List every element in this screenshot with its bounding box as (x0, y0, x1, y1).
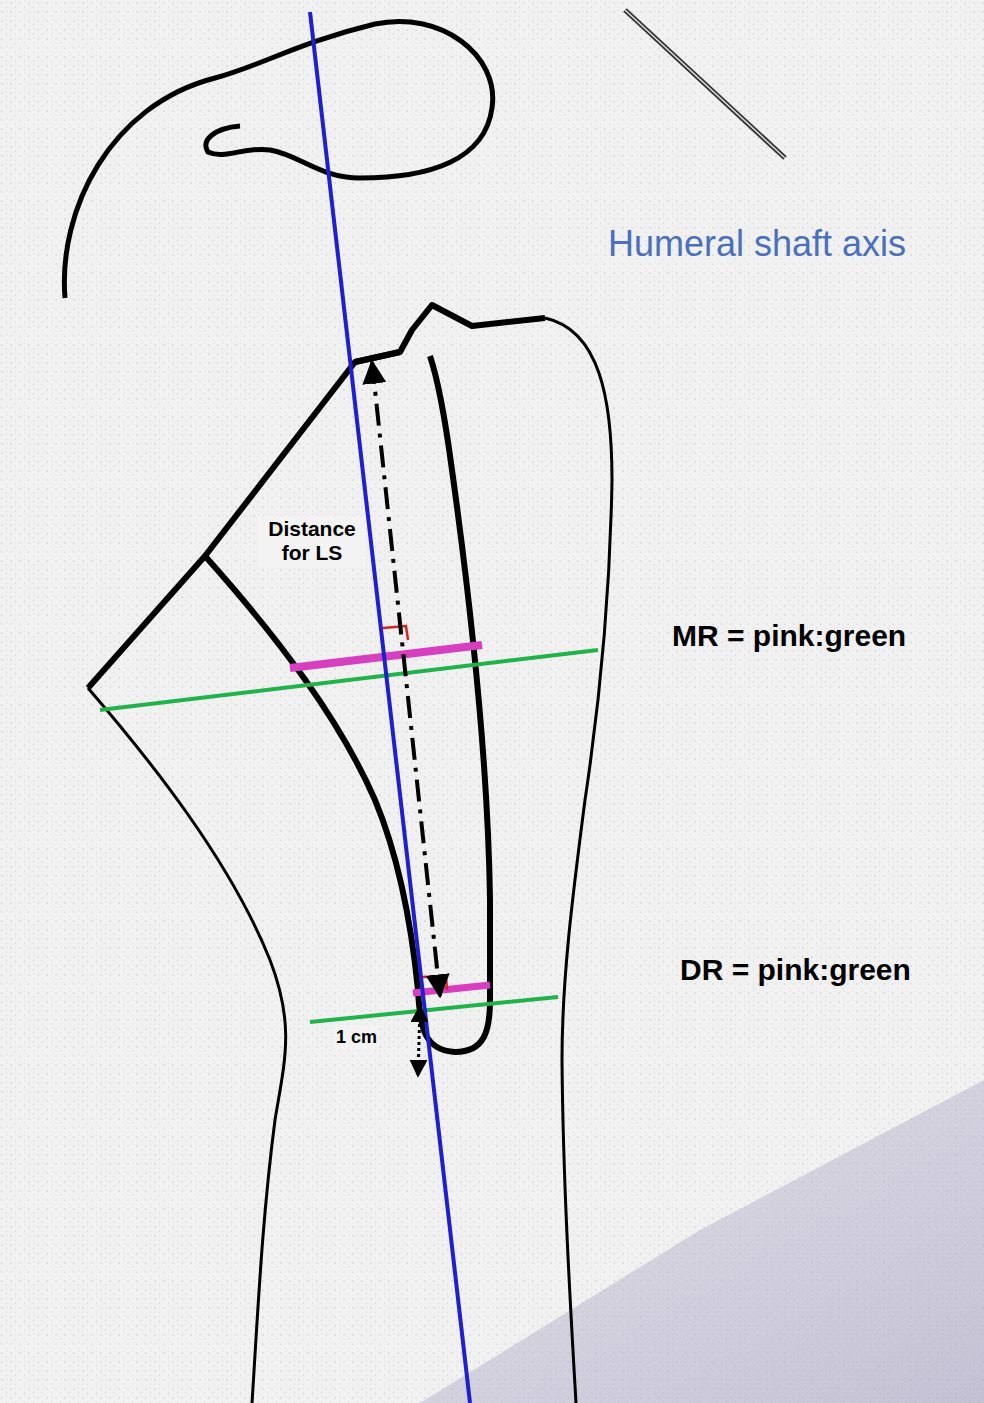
dimension-label: 1 cm (334, 1026, 379, 1049)
shadow (420, 1080, 984, 1403)
prosthesis-outline (88, 305, 545, 688)
ls-distance-arrow (372, 362, 440, 996)
humeral-shaft-axis (310, 12, 470, 1403)
instrument-line (625, 10, 785, 158)
distance-label: Distance for LS (258, 516, 366, 566)
prosthesis-stem (205, 356, 490, 1052)
humeral-head-outline (64, 21, 492, 298)
ratio-label: MR = pink:green (670, 618, 908, 655)
dr-green-line (310, 997, 558, 1022)
humerus-right-cortex (545, 318, 612, 1403)
axis-label: Humeral shaft axis (606, 222, 908, 265)
ratio-label: DR = pink:green (678, 952, 913, 989)
right-angle-mark (383, 626, 408, 640)
one-cm-arrow (418, 1006, 420, 1076)
right-angle-mark (423, 976, 447, 990)
humerus-left-cortex (88, 688, 286, 1403)
